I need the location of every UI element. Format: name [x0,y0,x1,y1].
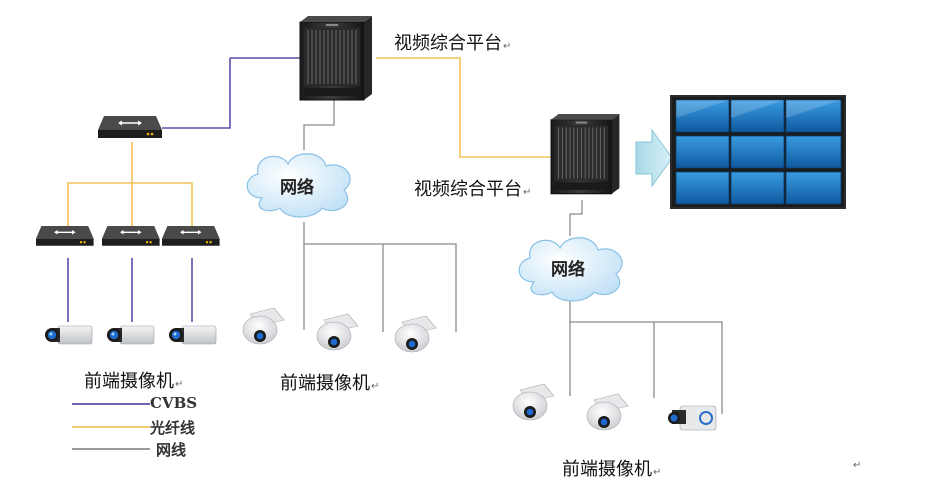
legend-network-label: 网线 [156,441,187,459]
legend-fiber-label: 光纤线 [150,419,196,437]
box-camera-4-icon [668,405,717,431]
cameras-right-label: 前端摄像机↵ [562,455,661,481]
dome-camera-5-icon [586,393,629,431]
return-mark: ↵ [523,187,532,198]
server-right-icon [550,113,620,195]
platform-right-text: 视频综合平台 [414,179,522,200]
stray-return-mark: ↵ [852,453,861,472]
legend-cvbs-label: CVBS [150,394,198,412]
platform-top-text: 视频综合平台 [394,33,502,54]
switch-3-icon [161,225,221,247]
dome-camera-2-icon [316,313,359,351]
switch-main-icon [97,115,163,139]
box-camera-2-icon [106,325,155,345]
switch-2-icon [101,225,161,247]
server-top-icon [299,15,373,101]
dome-camera-3-icon [394,315,437,353]
network-right-label: 网络 [551,260,585,280]
platform-right-label: 视频综合平台↵ [414,175,531,201]
network-left-label: 网络 [280,178,314,198]
cameras-right-text: 前端摄像机 [562,459,652,480]
return-mark: ↵ [503,41,512,52]
dome-camera-1-icon [242,307,285,345]
cameras-left-label: 前端摄像机↵ [84,367,183,393]
return-mark: ↵ [371,381,380,392]
fiber-line-switches [67,142,133,226]
return-mark: ↵ [853,460,862,471]
net-line-top [303,100,335,150]
net-line-right [569,200,583,236]
right-arrow-icon [635,128,673,188]
cameras-middle-text: 前端摄像机 [280,373,370,394]
cameras-left-text: 前端摄像机 [84,371,174,392]
cvbs-line [162,58,231,129]
box-camera-3-icon [168,325,217,345]
cameras-middle-label: 前端摄像机↵ [280,369,379,395]
platform-top-label: 视频综合平台↵ [394,29,511,55]
video-wall-icon [670,95,846,209]
dome-camera-4-icon [512,383,555,421]
return-mark: ↵ [653,467,662,478]
fiber-line-platforms [376,57,551,158]
switch-1-icon [35,225,95,247]
return-mark: ↵ [175,379,184,390]
box-camera-1-icon [44,325,93,345]
